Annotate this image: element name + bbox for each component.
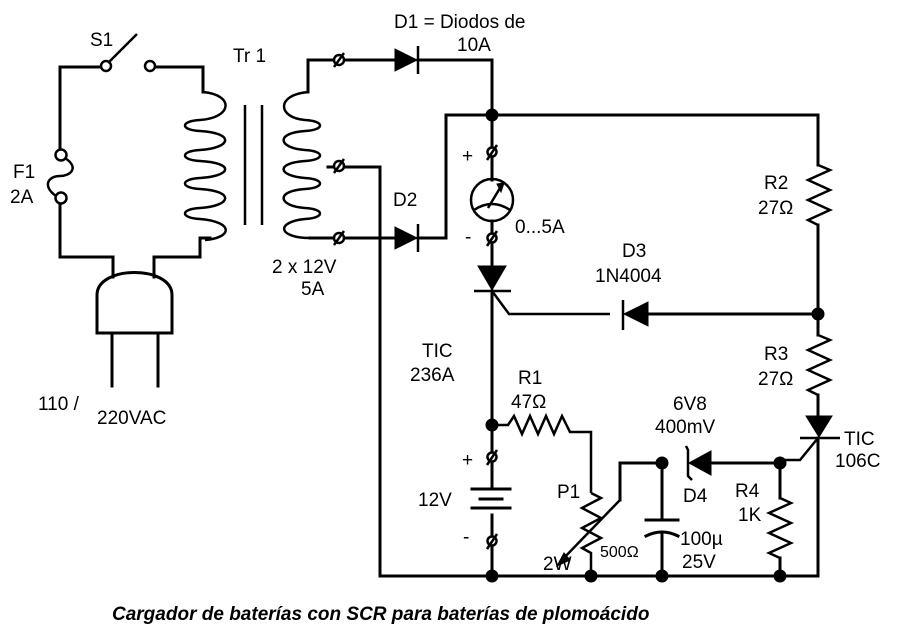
- mains-wiring: [58, 65, 212, 279]
- label-d4-power: 400mV: [655, 417, 716, 438]
- label-r4-value: 1K: [738, 505, 762, 526]
- diode-d3-icon: [621, 300, 825, 330]
- label-tic236a-line1: TIC: [422, 341, 453, 362]
- resistor-r4-icon: [765, 461, 795, 578]
- resistor-r1-icon: [492, 412, 593, 493]
- label-capacitor-voltage: 25V: [682, 552, 716, 573]
- capacitor-icon: [643, 461, 681, 578]
- switch-s1: [99, 33, 157, 73]
- label-tr1-voltage: 2 x 12V: [272, 257, 337, 278]
- potentiometer-p1-icon: [555, 461, 664, 576]
- ground-bus: [485, 569, 820, 583]
- label-r3: R3: [764, 344, 788, 365]
- label-r2: R2: [764, 173, 788, 194]
- label-d1-current: 10A: [457, 35, 491, 56]
- label-tr1: Tr 1: [233, 46, 266, 67]
- label-ammeter-minus: -: [465, 227, 471, 248]
- label-p1-value: 500Ω: [600, 544, 639, 561]
- ammeter-icon: [469, 144, 515, 247]
- secondary-terminals: [332, 52, 346, 246]
- label-tic106c-line2: 106C: [835, 451, 880, 472]
- label-r1-value: 47Ω: [511, 392, 546, 413]
- label-mains-220: 220VAC: [97, 408, 166, 429]
- fuse-f1: [46, 148, 74, 205]
- label-ammeter-plus: +: [462, 146, 473, 167]
- battery-wiring: [485, 418, 499, 490]
- zener-d4-icon: [655, 445, 787, 481]
- label-tic236a-line2: 236A: [410, 365, 455, 386]
- resistor-r2-icon: [804, 163, 834, 337]
- label-d3-part: 1N4004: [595, 266, 662, 287]
- label-capacitor-value: 100µ: [680, 529, 723, 550]
- secondary-wiring: [306, 58, 495, 578]
- scr-tic236a-icon: [474, 265, 610, 425]
- transformer-core-icon: [243, 105, 264, 225]
- main-branch-wiring: [485, 108, 499, 268]
- label-r2-value: 27Ω: [758, 198, 793, 219]
- label-d3: D3: [622, 241, 646, 262]
- label-battery-minus: -: [463, 527, 469, 548]
- transformer-secondary-coil-icon: [282, 90, 322, 240]
- label-r4: R4: [735, 481, 760, 502]
- label-f1: F1: [13, 162, 35, 183]
- label-tic106c-line1: TIC: [844, 429, 875, 450]
- label-battery-plus: +: [462, 450, 473, 471]
- label-d4-voltage: 6V8: [673, 394, 707, 415]
- label-ammeter-range: 0...5A: [515, 217, 565, 238]
- diode-d2-icon: [394, 113, 820, 252]
- label-d2: D2: [393, 190, 417, 211]
- diode-d1-icon: [343, 46, 494, 115]
- transformer-primary-coil-icon: [183, 90, 227, 242]
- resistor-r3-icon: [804, 333, 834, 418]
- label-tr1-current: 5A: [301, 279, 325, 300]
- battery-icon: [470, 487, 512, 578]
- label-r3-value: 27Ω: [758, 369, 793, 390]
- label-p1: P1: [557, 482, 580, 503]
- label-r1: R1: [518, 368, 542, 389]
- label-d1: D1 = Diodos de: [394, 12, 526, 33]
- label-d4: D4: [683, 486, 708, 507]
- diagram-caption: Cargador de baterías con SCR para baterí…: [112, 604, 649, 625]
- label-p1-power: 2W: [543, 554, 572, 575]
- label-mains-110: 110 /: [38, 394, 80, 415]
- ac-plug-icon: [95, 271, 174, 388]
- label-battery-voltage: 12V: [418, 490, 452, 511]
- label-s1: S1: [90, 30, 113, 51]
- scr-tic106c-icon: [779, 415, 840, 578]
- label-f1-value: 2A: [10, 187, 34, 208]
